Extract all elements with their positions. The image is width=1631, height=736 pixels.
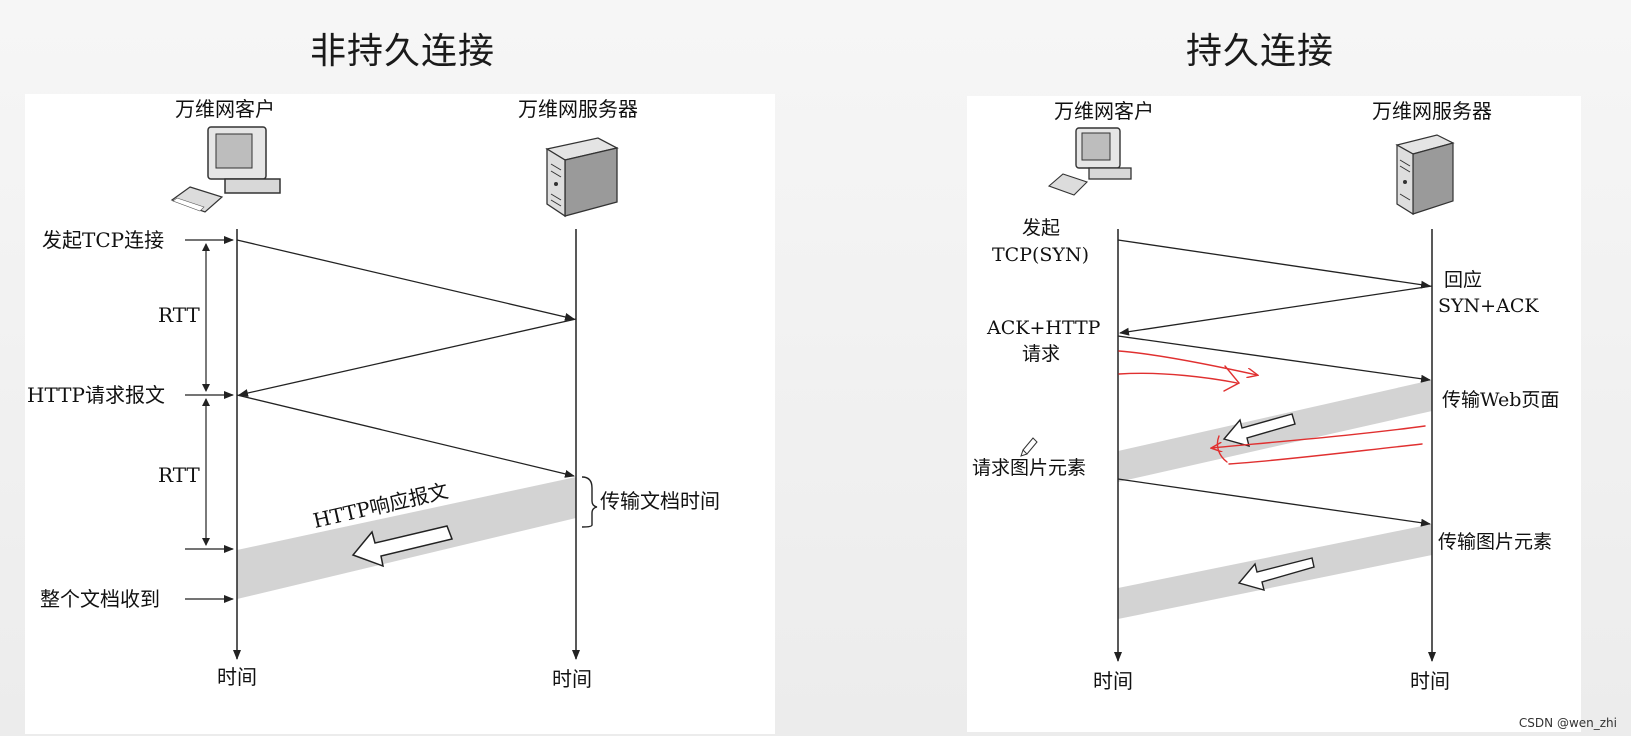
red-annotation-strokes — [1118, 350, 1426, 465]
syn-label-line2: TCP(SYN) — [992, 244, 1089, 266]
syn-label-line1: 发起 — [1022, 217, 1060, 239]
syn-message-arrow — [236, 239, 575, 321]
web-page-transfer-band — [1118, 380, 1432, 482]
title-non-persistent: 非持久连接 — [310, 31, 496, 72]
server-label: 万维网服务器 — [1372, 99, 1492, 123]
synack-label-line1: 回应 — [1444, 269, 1482, 291]
doc-received-label: 整个文档收到 — [40, 587, 160, 611]
server-icon — [1395, 134, 1455, 216]
client-computer-icon — [1047, 127, 1132, 196]
request-image-label: 请求图片元素 — [972, 457, 1086, 479]
transfer-image-label: 传输图片元素 — [1438, 531, 1552, 553]
start-tcp-label: 发起TCP连接 — [42, 228, 164, 252]
watermark: CSDN @wen_zhi — [1518, 716, 1617, 730]
response-direction-arrow — [351, 525, 454, 568]
rtt1-label: RTT — [158, 303, 200, 327]
server-time-label: 时间 — [1410, 669, 1450, 693]
ack-label-line1: ACK+HTTP — [986, 317, 1101, 339]
synack-message-arrow — [238, 318, 577, 397]
rtt2-label: RTT — [158, 463, 200, 487]
pencil-cursor-icon — [1020, 437, 1038, 457]
server-time-label: 时间 — [552, 667, 592, 691]
http-request-arrow — [1117, 335, 1431, 383]
non-persistent-diagram: 万维网客户 万维网服务器 — [25, 94, 775, 734]
client-computer-icon — [170, 126, 281, 213]
image-direction-arrow — [1237, 557, 1315, 591]
transfer-time-label: 传输文档时间 — [600, 489, 720, 513]
persistent-diagram: 万维网客户 万维网服务器 — [967, 96, 1581, 732]
ack-label-line2: 请求 — [1022, 343, 1060, 365]
synack-label-line2: SYN+ACK — [1438, 295, 1539, 317]
client-label: 万维网客户 — [175, 97, 275, 121]
client-time-label: 时间 — [217, 665, 257, 689]
client-time-label: 时间 — [1093, 669, 1133, 693]
title-persistent: 持久连接 — [1186, 31, 1335, 72]
image-request-arrow — [1117, 478, 1431, 527]
syn-message-arrow — [1117, 239, 1431, 289]
http-request-label: HTTP请求报文 — [27, 383, 165, 407]
transfer-time-brace — [581, 476, 598, 528]
server-label: 万维网服务器 — [518, 97, 638, 121]
server-icon — [545, 137, 619, 218]
http-request-arrow — [236, 394, 575, 478]
web-page-direction-arrow — [1222, 413, 1296, 447]
synack-message-arrow — [1119, 285, 1433, 336]
client-label: 万维网客户 — [1054, 99, 1154, 123]
transfer-web-label: 传输Web页面 — [1442, 389, 1559, 411]
